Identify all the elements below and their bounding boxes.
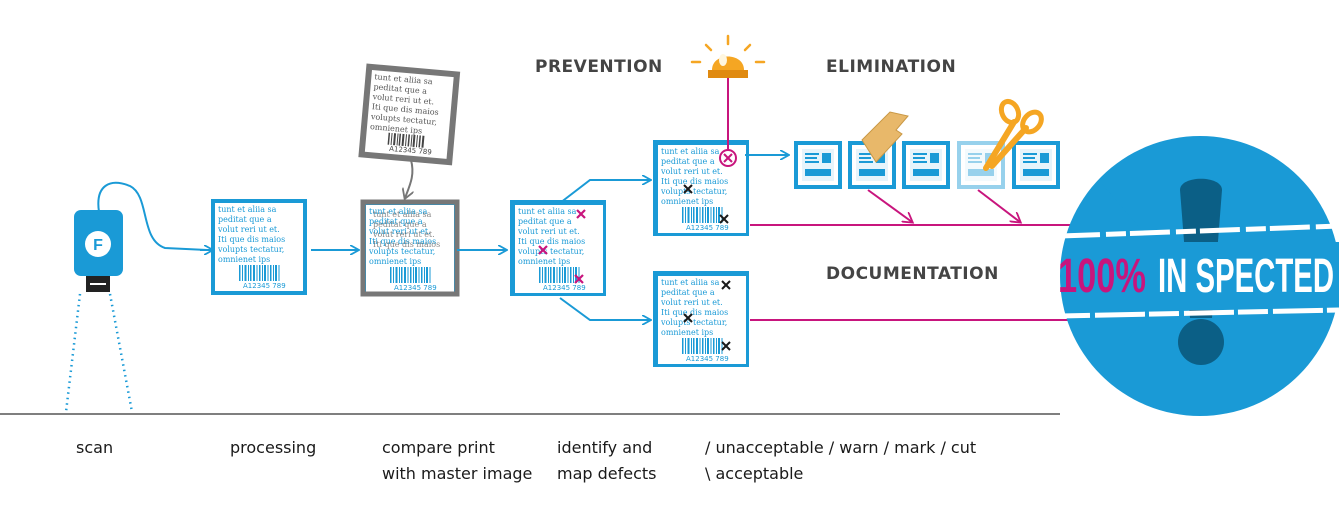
inspected-badge: 100% IN SPECTED — [1058, 136, 1339, 416]
inspected-word: IN SPECTED — [1158, 250, 1334, 303]
svg-text:A12345 789: A12345 789 — [389, 145, 432, 157]
stage-label-compare-2: with master image — [382, 464, 532, 483]
svg-text:volut reri ut et.: volut reri ut et. — [372, 230, 435, 239]
compare-document-card: tunt et aliia sa peditat que a volut rer… — [360, 199, 460, 297]
defect-cross-icon — [538, 209, 586, 284]
elimination-page-strip — [794, 141, 1060, 189]
stage-label-scan: scan — [76, 438, 113, 457]
outcome-acceptable: \ acceptable — [705, 464, 803, 483]
tape-marker-icon — [861, 111, 909, 163]
stage-label-identify-1: identify and — [557, 438, 652, 457]
warning-beacon-icon — [690, 34, 766, 167]
stage-label-identify-2: map defects — [557, 464, 657, 483]
svg-text:F: F — [93, 237, 103, 254]
processing-document-card — [211, 199, 307, 295]
svg-text:tunt et aliia sa: tunt et aliia sa — [373, 210, 432, 219]
heading-prevention: PREVENTION — [535, 57, 663, 77]
inspected-percent: 100% — [1058, 250, 1146, 303]
acceptable-document-card — [653, 271, 749, 367]
svg-text:peditat que a: peditat que a — [373, 220, 427, 229]
scissors-icon — [983, 98, 1044, 171]
stage-label-processing: processing — [230, 438, 316, 457]
defect-map-document-card — [510, 200, 606, 296]
heading-elimination: ELIMINATION — [826, 57, 956, 77]
stage-label-compare-1: compare print — [382, 438, 495, 457]
svg-text:Iti que dis maios: Iti que dis maios — [373, 240, 440, 249]
outcome-unacceptable: / unacceptable / warn / mark / cut — [705, 438, 976, 457]
heading-documentation: DOCUMENTATION — [826, 264, 999, 284]
camera-sensor-icon: F — [64, 181, 208, 413]
master-image-card: tunt et aliia sa peditat que a volut rer… — [358, 63, 461, 166]
